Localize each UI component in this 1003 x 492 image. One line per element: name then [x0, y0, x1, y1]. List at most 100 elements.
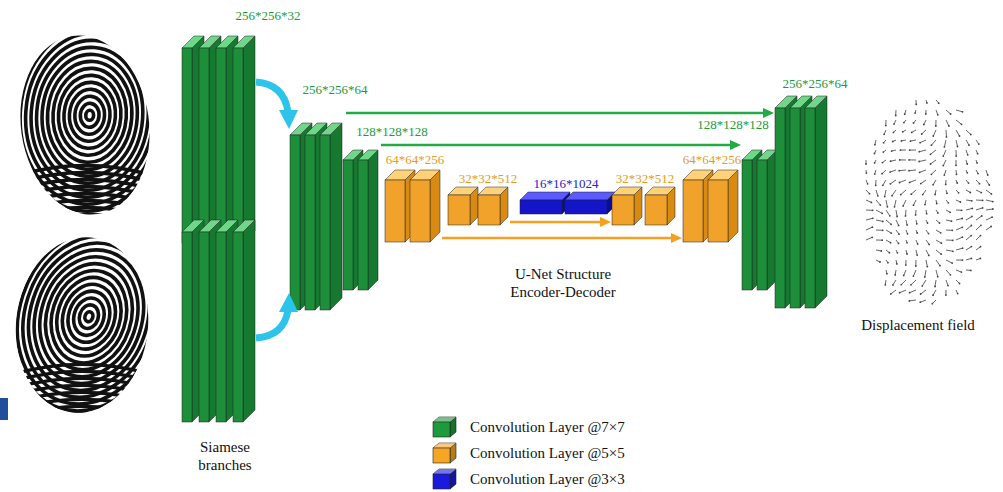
field-vector-head	[977, 173, 979, 175]
field-vector-head	[914, 112, 916, 114]
field-vector	[945, 290, 946, 295]
field-vector	[890, 170, 896, 172]
field-vector	[915, 110, 917, 113]
field-vector	[911, 190, 916, 194]
field-vector-head	[915, 214, 917, 216]
field-vector	[935, 120, 936, 126]
field-vector	[956, 210, 962, 211]
dimension-label: 64*64*256	[386, 152, 445, 168]
field-vector-head	[947, 202, 949, 204]
fingerprint	[0, 0, 213, 268]
field-vector	[976, 150, 978, 154]
field-vector-head	[874, 153, 876, 155]
field-vector	[923, 190, 926, 195]
field-vector-head	[872, 209, 874, 211]
slab-top	[233, 36, 255, 48]
field-vector	[906, 250, 907, 254]
field-vector-head	[980, 258, 982, 260]
field-vector	[936, 260, 940, 266]
swatch-face	[433, 474, 450, 489]
field-vector-head	[990, 226, 992, 228]
field-vector-head	[928, 244, 930, 246]
slab-front	[790, 108, 800, 308]
field-vector-head	[892, 141, 894, 143]
field-vector-head	[886, 273, 888, 275]
fingerprint-ridge	[21, 215, 149, 224]
field-vector-head	[904, 113, 906, 115]
field-vector	[909, 159, 916, 160]
field-vector	[891, 290, 896, 294]
slab-top	[805, 96, 827, 108]
field-vector-head	[949, 211, 951, 213]
output-label: Displacement field	[861, 316, 975, 334]
field-vector-head	[894, 274, 896, 276]
field-vector-head	[937, 212, 939, 214]
field-vector	[914, 200, 917, 205]
field-vector-head	[909, 149, 911, 151]
field-vector	[936, 100, 939, 103]
field-vector	[876, 220, 883, 221]
field-vector-head	[867, 183, 869, 185]
field-vector-head	[928, 255, 930, 257]
field-vector	[986, 227, 991, 231]
layer-slab	[358, 150, 378, 290]
field-vector-head	[931, 303, 933, 305]
field-vector	[894, 120, 896, 124]
field-vector-head	[891, 195, 893, 197]
field-vector-head	[939, 222, 941, 224]
slab-front	[742, 160, 752, 290]
field-vector-head	[962, 111, 964, 113]
field-vector	[946, 240, 953, 241]
slab-front	[805, 108, 815, 308]
field-vector-head	[932, 294, 934, 296]
field-vector-head	[869, 193, 871, 195]
slab-top	[233, 220, 255, 232]
field-vector	[946, 130, 948, 137]
field-vector	[896, 260, 898, 264]
field-vector	[956, 260, 963, 261]
field-vector	[946, 280, 948, 286]
field-vector	[976, 247, 981, 250]
dimension-label: 256*256*32	[236, 8, 301, 24]
field-vector	[936, 200, 938, 204]
skip-connection	[510, 221, 602, 224]
field-vector	[896, 250, 897, 253]
field-vector-head	[921, 133, 923, 135]
field-vector-head	[956, 182, 958, 184]
swatch-face	[433, 443, 456, 448]
field-vector	[956, 290, 958, 294]
swatch-face	[433, 417, 456, 422]
slab-side	[815, 96, 827, 308]
fingerprint-ridge	[0, 0, 183, 231]
field-vector	[936, 110, 938, 115]
field-vector	[904, 120, 906, 123]
dimension-label: 16*16*1024	[534, 176, 599, 192]
fingerprint-ridge	[0, 177, 212, 456]
field-vector	[986, 180, 989, 185]
field-vector-head	[920, 293, 922, 295]
field-vector	[946, 210, 950, 212]
field-vector-head	[937, 276, 939, 278]
fingerprint-ridge	[16, 406, 148, 415]
slab-front	[216, 48, 226, 243]
field-vector	[885, 280, 887, 285]
field-vector-head	[957, 293, 959, 295]
field-vector	[916, 100, 917, 104]
field-vector-head	[922, 194, 924, 196]
field-vector-head	[884, 284, 886, 286]
field-vector	[946, 120, 949, 126]
skip-connection	[442, 237, 673, 240]
field-vector	[976, 190, 981, 193]
field-vector	[944, 170, 946, 175]
field-vector-head	[894, 206, 896, 208]
field-vector	[909, 170, 916, 172]
fingerprint-ridge	[0, 194, 197, 440]
field-vector	[896, 220, 899, 225]
merge-arrow	[256, 82, 288, 112]
field-vector	[933, 180, 936, 185]
field-vector	[936, 250, 941, 254]
field-vector	[956, 160, 957, 165]
field-vector-head	[957, 146, 959, 148]
field-vector-head	[903, 275, 905, 277]
field-vector	[966, 217, 972, 221]
